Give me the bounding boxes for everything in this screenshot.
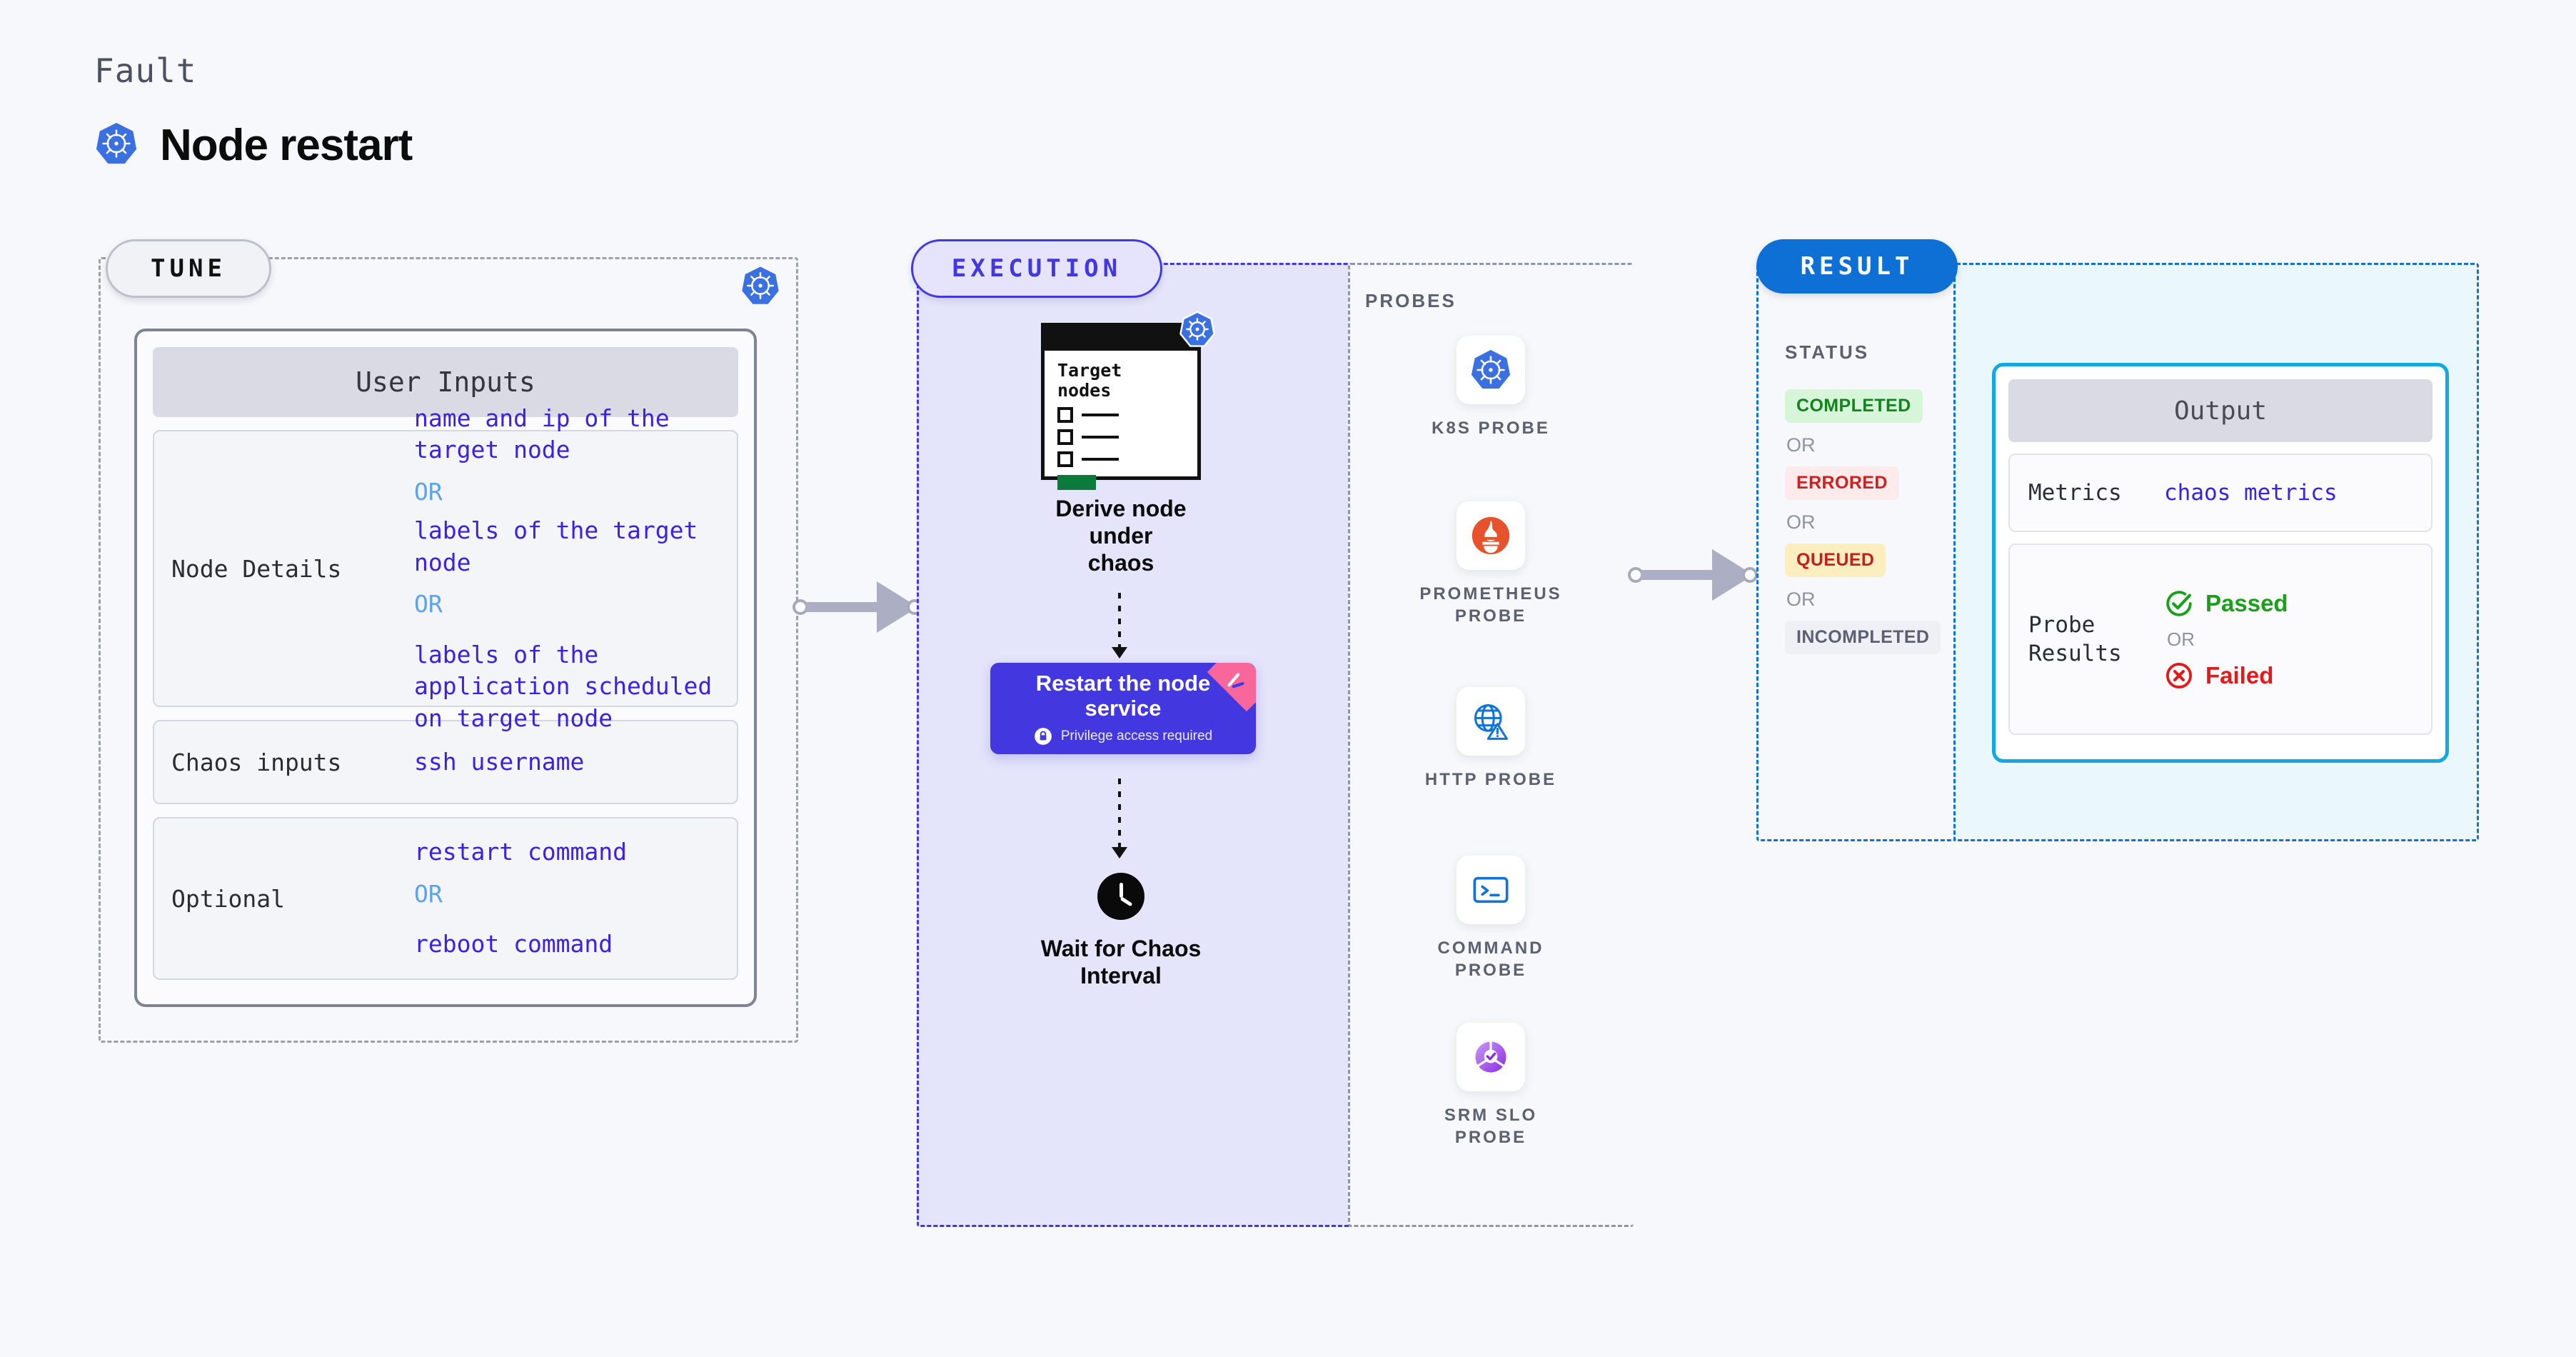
probe-result-passed: Passed <box>2164 589 2288 619</box>
row-value: name and ip of the target node <box>414 404 670 464</box>
row-values: ssh username <box>414 746 584 778</box>
x-circle-icon <box>2165 662 2193 688</box>
line-placeholder <box>1082 436 1119 439</box>
clock-icon <box>1097 873 1144 920</box>
status-badge: INCOMPLETED <box>1785 621 1941 654</box>
output-title: Output <box>2008 379 2432 442</box>
probe-k8s[interactable]: K8S PROBE <box>1409 336 1573 439</box>
row-value: chaos metrics <box>2164 480 2338 506</box>
lock-icon <box>1034 727 1052 745</box>
status-list: COMPLETED OR ERRORED OR QUEUED OR INCOMP… <box>1785 389 1963 654</box>
table-row: Chaos inputs ssh username <box>153 720 738 804</box>
row-separator: OR <box>414 477 443 506</box>
flow-arrow-down <box>1112 778 1127 858</box>
user-inputs-card: User Inputs Node Details name and ip of … <box>134 329 757 1007</box>
output-card: Output Metrics chaos metrics Probe Resul… <box>1992 363 2449 763</box>
status-badge: ERRORED <box>1785 466 1899 500</box>
derive-node-caption: Derive node under chaos <box>1055 496 1187 576</box>
checklist-item <box>1057 429 1197 445</box>
connector-tune-to-execution <box>793 579 924 636</box>
probe-label: HTTP PROBE <box>1424 770 1557 789</box>
table-row: Probe Results Passed OR Fai <box>2008 544 2432 735</box>
restart-node-service-step: Restart the node service Privilege acces… <box>990 663 1256 754</box>
row-value: restart command <box>414 838 628 866</box>
checkbox-icon <box>1057 451 1073 467</box>
tune-panel <box>99 257 798 1043</box>
table-row: Metrics chaos metrics <box>2008 454 2432 532</box>
row-separator: OR <box>414 590 443 619</box>
row-values: name and ip of the target node OR labels… <box>414 403 720 735</box>
target-nodes-document: Target nodes <box>1041 311 1215 490</box>
execution-pill-label: EXECUTION <box>911 239 1162 298</box>
selected-node-bar <box>1057 475 1096 490</box>
probe-label: SRM SLO PROBE <box>1444 1106 1538 1148</box>
line-placeholder <box>1082 414 1119 416</box>
fault-title-row: Node restart <box>94 120 413 171</box>
probe-srm-slo[interactable]: SRM SLO PROBE <box>1409 1023 1573 1148</box>
row-value: labels of the target node <box>414 516 698 576</box>
restart-step-title: Restart the node service <box>1035 671 1211 721</box>
harness-mark-icon <box>1227 673 1244 688</box>
flow-arrow-down <box>1112 593 1127 659</box>
probes-title: PROBES <box>1365 290 1456 311</box>
connector-execution-to-result <box>1628 546 1759 604</box>
row-value: labels of the application scheduled on t… <box>414 640 713 732</box>
probe-http[interactable]: HTTP PROBE <box>1409 687 1573 791</box>
probe-label: PROMETHEUS PROBE <box>1419 584 1562 626</box>
checklist-item <box>1057 407 1197 423</box>
prometheus-icon <box>1456 501 1525 570</box>
table-row: Optional restart command OR reboot comma… <box>153 817 738 980</box>
fault-kicker: Fault <box>94 51 197 90</box>
page-title: Node restart <box>160 121 413 170</box>
probe-prometheus[interactable]: PROMETHEUS PROBE <box>1409 501 1573 627</box>
globe-warning-icon <box>1456 687 1525 756</box>
checklist-item <box>1057 451 1197 467</box>
kubernetes-icon <box>94 121 139 169</box>
terminal-icon <box>1456 856 1525 924</box>
check-circle-icon <box>2166 590 2192 616</box>
row-value: reboot command <box>414 930 613 958</box>
probe-result-separator: OR <box>2167 628 2195 650</box>
probe-label: COMMAND PROBE <box>1437 938 1544 981</box>
result-pill-label: RESULT <box>1756 239 1958 294</box>
wait-chaos-interval-block: Wait for Chaos Interval <box>1035 873 1207 990</box>
checkbox-icon <box>1057 429 1073 445</box>
line-placeholder <box>1082 458 1119 461</box>
row-key: Metrics <box>2028 479 2122 506</box>
checkbox-icon <box>1057 407 1073 423</box>
kubernetes-icon <box>1179 311 1216 351</box>
privilege-note: Privilege access required <box>1034 727 1212 746</box>
status-badge: COMPLETED <box>1785 389 1923 423</box>
row-separator: OR <box>414 879 443 908</box>
document-titlebar <box>1045 326 1197 351</box>
probe-command[interactable]: COMMAND PROBE <box>1409 856 1573 981</box>
row-key: Chaos inputs <box>171 748 342 776</box>
row-key: Optional <box>171 884 285 913</box>
status-badge: QUEUED <box>1785 544 1886 577</box>
status-separator: OR <box>1786 511 1816 533</box>
kubernetes-icon <box>739 264 782 311</box>
table-row: Node Details name and ip of the target n… <box>153 404 738 732</box>
user-inputs-title: User Inputs <box>153 347 738 417</box>
derive-node-block: Target nodes <box>1032 311 1215 576</box>
probe-label: K8S PROBE <box>1432 419 1550 438</box>
srm-slo-icon <box>1456 1023 1525 1091</box>
kubernetes-icon <box>1456 336 1525 404</box>
privilege-note-text: Privilege access required <box>1060 728 1213 743</box>
row-key: Node Details <box>171 554 342 583</box>
tune-pill-label: TUNE <box>106 239 271 298</box>
status-title: STATUS <box>1785 341 1870 363</box>
failed-label: Failed <box>2205 661 2274 688</box>
status-separator: OR <box>1786 434 1816 456</box>
row-value: ssh username <box>414 747 585 776</box>
document-title: Target nodes <box>1057 360 1122 401</box>
probe-result-failed: Failed <box>2164 661 2288 691</box>
row-key: Probe Results <box>2028 611 2122 666</box>
probe-result-values: Passed OR Failed <box>2164 589 2288 691</box>
passed-label: Passed <box>2205 589 2288 616</box>
row-values: restart command OR reboot command <box>414 836 627 961</box>
status-separator: OR <box>1786 589 1816 610</box>
wait-caption: Wait for Chaos Interval <box>1040 936 1202 988</box>
